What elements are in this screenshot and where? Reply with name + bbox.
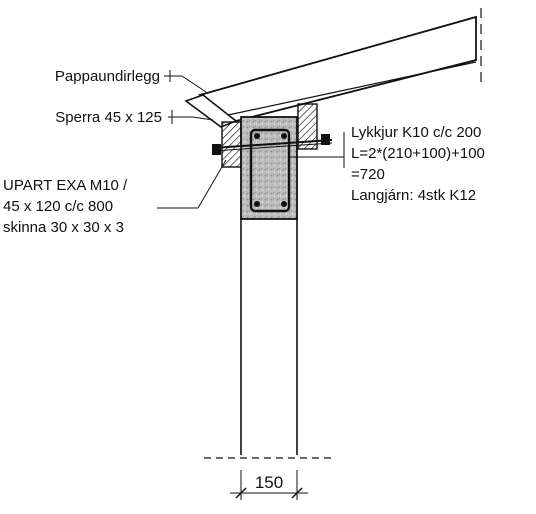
label-lykkjur-line-2: L=2*(210+100)+100 — [351, 145, 485, 162]
label-lykkjur-line-4: Langjárn: 4stk K12 — [351, 187, 476, 204]
timber-block-left — [221, 121, 242, 168]
dimension-label: 150 — [255, 473, 283, 492]
label-upart-line-2: 45 x 120 c/c 800 — [3, 198, 113, 215]
leader-pappaundirlegg: Pappaundirlegg — [55, 68, 207, 93]
dimension-150: 150 — [230, 470, 308, 500]
sperra-rafter — [184, 94, 238, 128]
roof-slab — [197, 15, 477, 122]
label-pappaundirlegg: Pappaundirlegg — [55, 68, 160, 85]
column — [240, 218, 298, 455]
timber-block-right — [297, 103, 318, 150]
label-lykkjur-line-1: Lykkjur K10 c/c 200 — [351, 124, 481, 141]
leader-upart: UPART EXA M10 / 45 x 120 c/c 800 skinna … — [3, 159, 227, 236]
label-sperra: Sperra 45 x 125 — [55, 109, 162, 126]
leader-lykkjur: Lykkjur K10 c/c 200 L=2*(210+100)+100 =7… — [289, 124, 485, 204]
leader-sperra: Sperra 45 x 125 — [55, 109, 214, 126]
label-upart-line-1: UPART EXA M10 / — [3, 177, 128, 194]
bolt — [212, 134, 333, 155]
label-lykkjur-line-3: =720 — [351, 166, 385, 183]
label-upart-line-3: skinna 30 x 30 x 3 — [3, 219, 124, 236]
concrete-beam — [240, 116, 298, 220]
